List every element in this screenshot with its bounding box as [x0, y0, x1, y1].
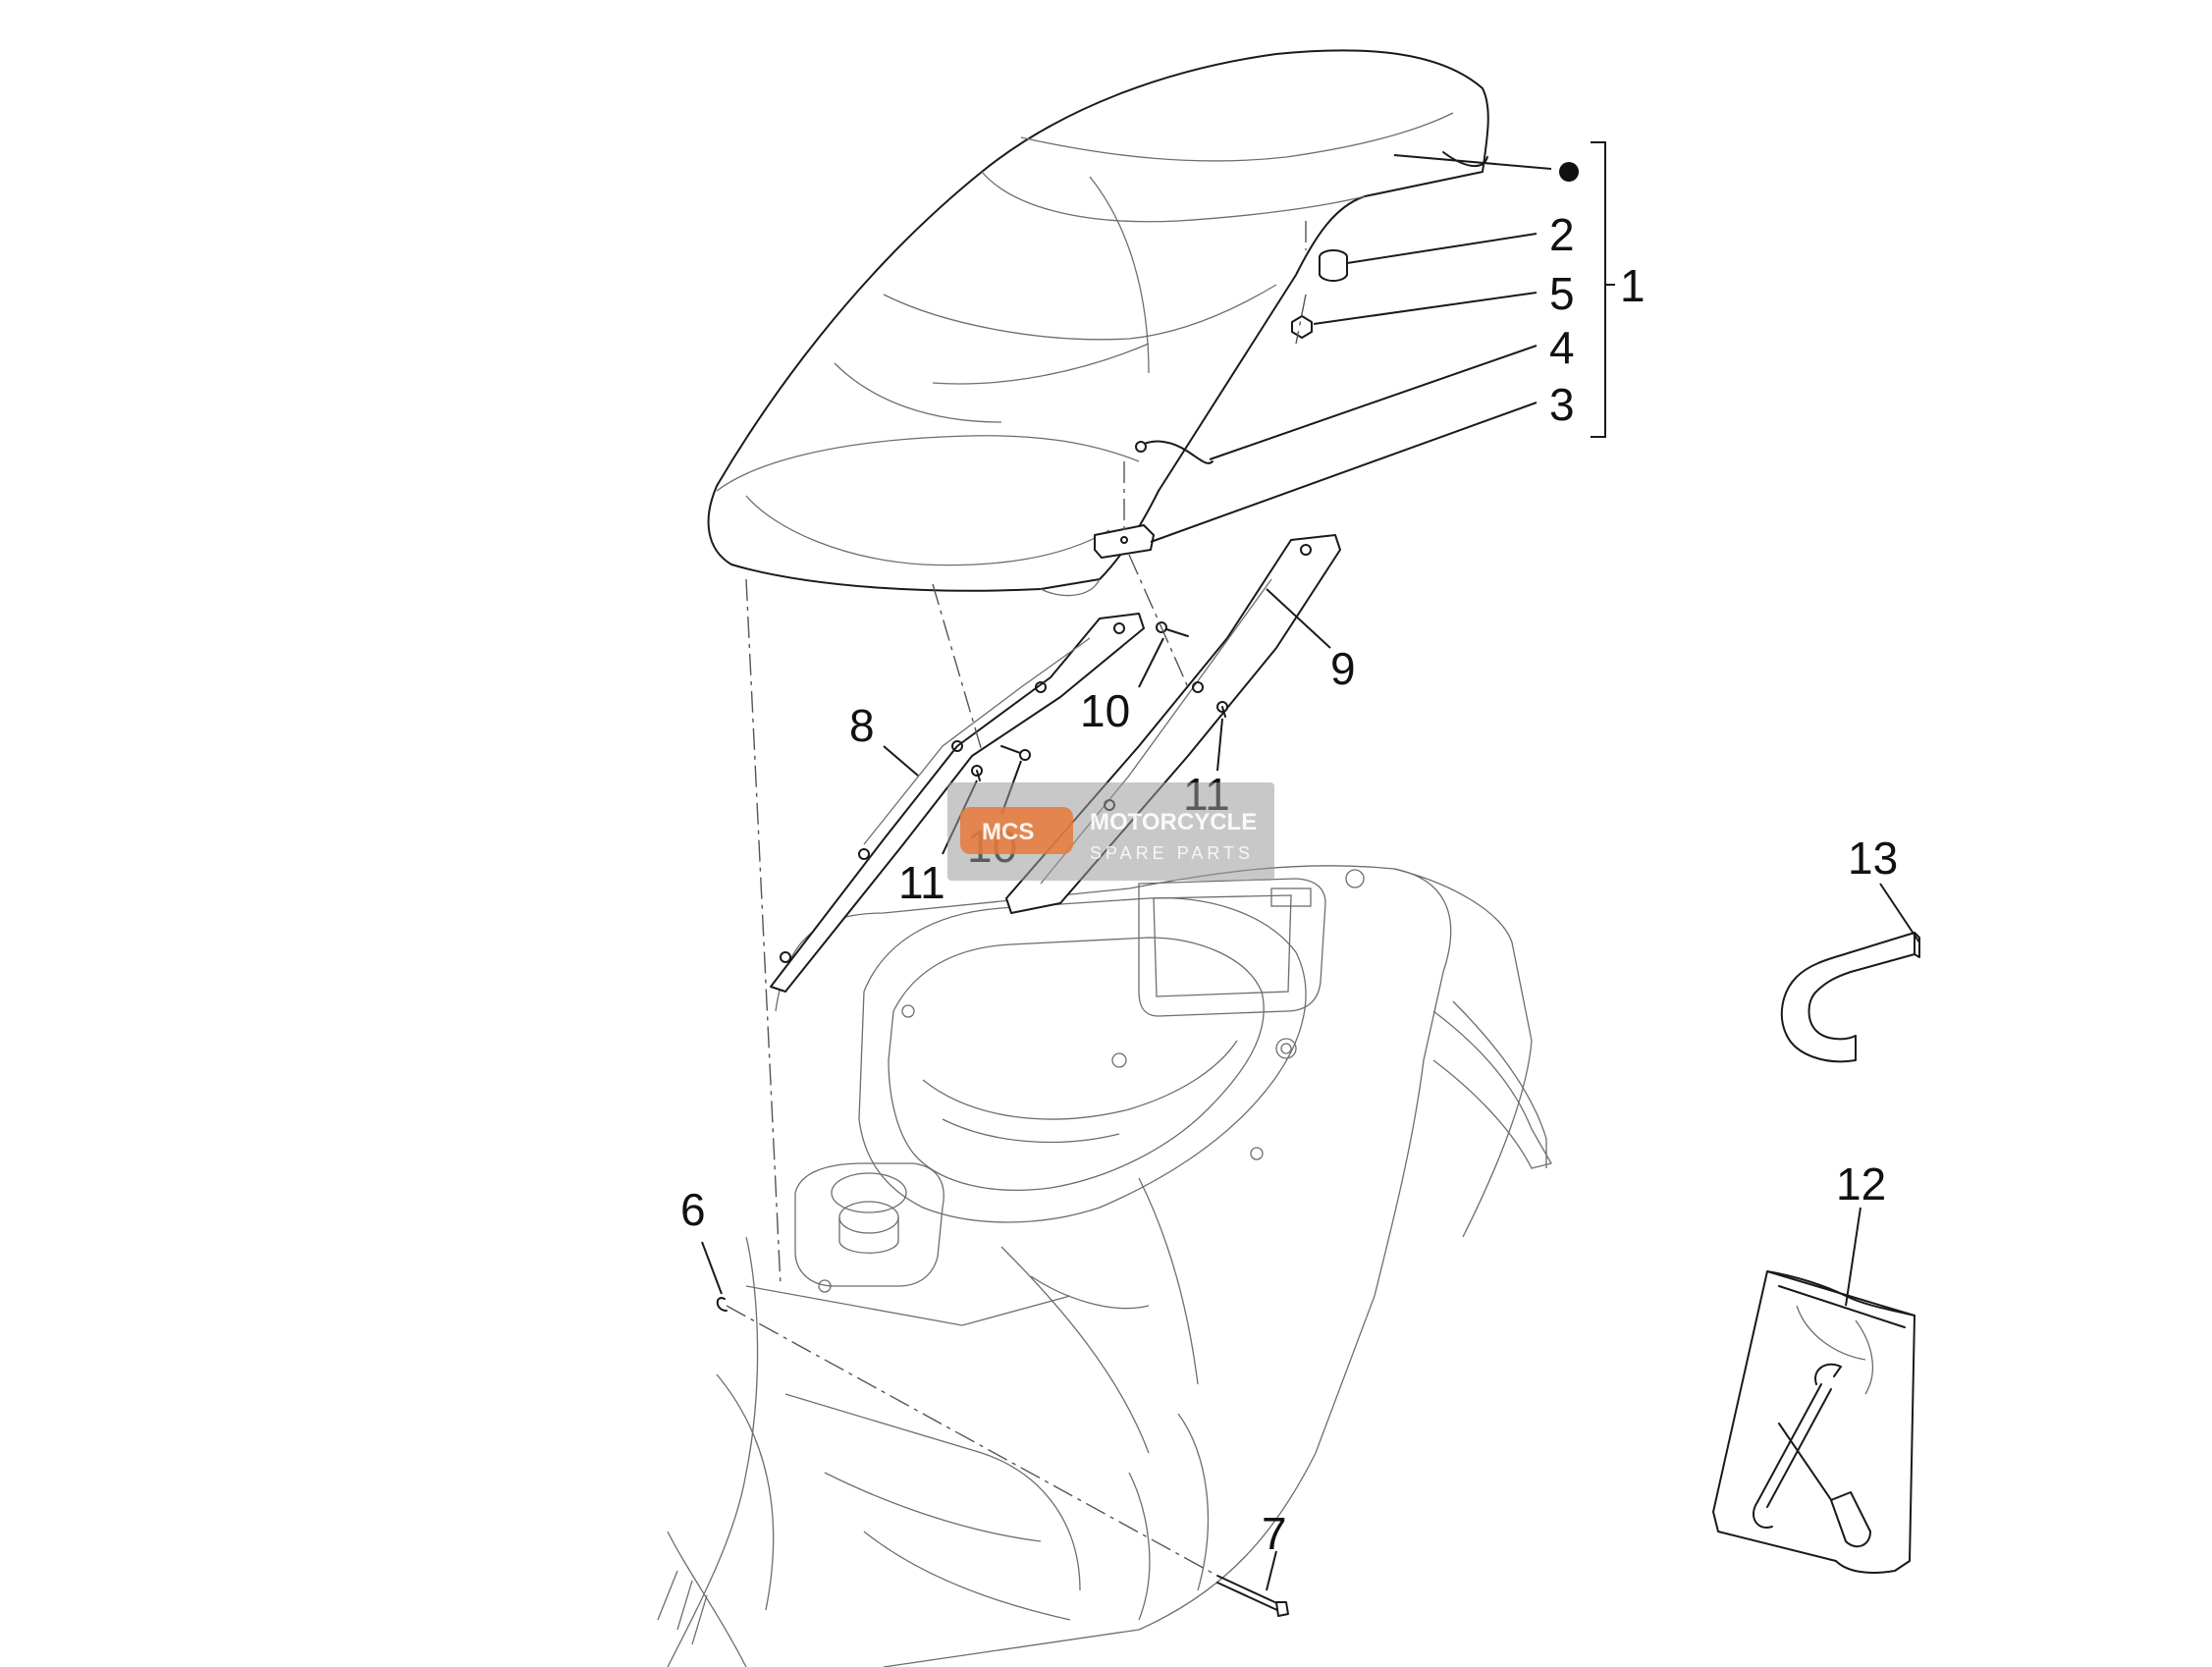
watermark-logo-text: MCS	[982, 819, 1034, 845]
callout-1: 1	[1620, 260, 1646, 311]
part-11-screw-a	[971, 765, 983, 781]
callout-7: 7	[1262, 1508, 1287, 1559]
part-11-screw-b	[1216, 701, 1228, 718]
assembly-dash-lines	[726, 221, 1307, 1577]
callout-9: 9	[1330, 643, 1356, 694]
callout-5: 5	[1549, 268, 1575, 319]
rear-body-frame	[657, 865, 1552, 1667]
part-10-screw-b	[1000, 745, 1031, 761]
watermark-tagline: SPARE PARTS	[1090, 843, 1254, 863]
callout-3: 3	[1549, 379, 1575, 430]
callout-6: 6	[680, 1184, 706, 1235]
callout-2: 2	[1549, 209, 1575, 260]
callout-12: 12	[1836, 1158, 1886, 1210]
part-13-hook-spanner	[1780, 932, 1920, 1063]
part-5-nut	[1291, 315, 1313, 339]
part-12-tool-kit-bag	[1712, 1270, 1915, 1574]
callout-11-a: 11	[898, 857, 945, 908]
part-6-clip	[716, 1297, 728, 1312]
saddle-seat	[707, 49, 1489, 597]
part-4-cable	[1135, 440, 1214, 464]
watermark-logo	[960, 807, 1073, 854]
callout-10-a: 10	[1080, 685, 1130, 736]
callout-13: 13	[1848, 833, 1898, 884]
callout-8: 8	[849, 700, 875, 751]
watermark: MCS MOTORCYCLE SPARE PARTS	[947, 782, 1274, 881]
part-2-buffer	[1319, 249, 1348, 282]
part-8-left-rail	[770, 613, 1145, 993]
part-10-screw-a	[1156, 621, 1189, 637]
callout-4: 4	[1549, 322, 1575, 373]
part-7-pin	[1216, 1575, 1289, 1617]
part-3-bracket	[1094, 524, 1155, 559]
watermark-brand: MOTORCYCLE	[1090, 809, 1257, 835]
seat-reference-dot	[1559, 162, 1579, 182]
